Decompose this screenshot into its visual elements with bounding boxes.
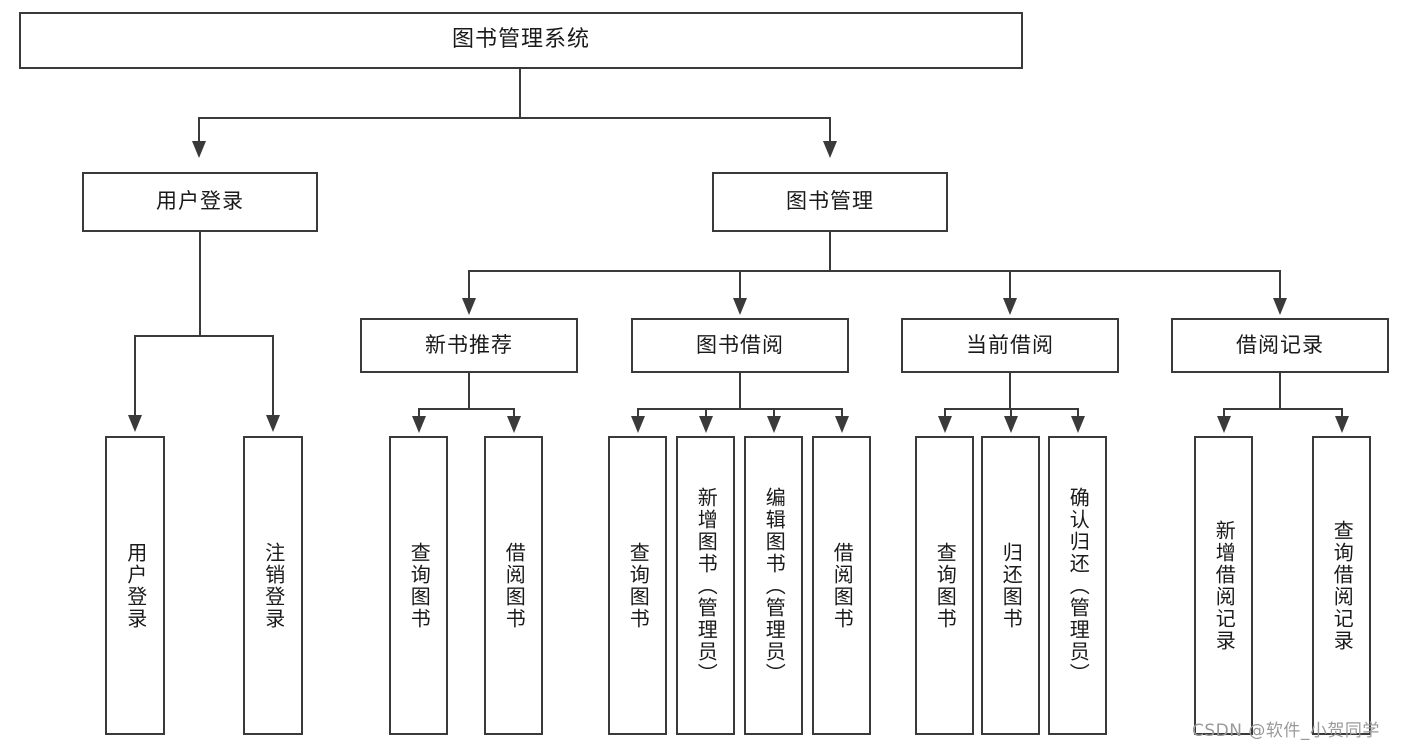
connector-bookmgmt-to-borrow	[739, 270, 741, 300]
node-label: 当前借阅	[966, 332, 1054, 357]
node-label: 借阅图书	[830, 541, 855, 630]
connector-bookmgmt-to-current	[1009, 270, 1011, 300]
arrowhead-bookmgmt-to-record	[1273, 298, 1287, 315]
leaf-logout[interactable]: 注销登录	[243, 436, 303, 735]
connector-borrow-to-leaf3	[773, 408, 775, 418]
leaf-current-confirm-return-admin[interactable]: 确认归还（管理员）	[1048, 436, 1107, 735]
connector-login-stem	[199, 232, 201, 335]
node-label: 确认归还（管理员）	[1066, 486, 1091, 685]
node-label: 用户登录	[123, 541, 148, 630]
node-label: 归还图书	[999, 541, 1024, 630]
node-book-borrow[interactable]: 图书借阅	[631, 318, 849, 373]
watermark-text: CSDN @软件_小贺同学	[1192, 721, 1380, 741]
connector-login-bus	[134, 335, 273, 337]
connector-borrow-stem	[739, 373, 741, 408]
connector-newbook-to-leaf1	[418, 408, 420, 418]
node-label: 查询借阅记录	[1330, 519, 1355, 652]
node-book-management[interactable]: 图书管理	[712, 172, 948, 232]
node-label: 编辑图书（管理员）	[762, 486, 787, 685]
arrowhead-borrow-to-leaf1	[631, 416, 645, 433]
leaf-record-search-record[interactable]: 查询借阅记录	[1312, 436, 1371, 735]
connector-current-to-leaf3	[1077, 408, 1079, 418]
connector-record-bus	[1223, 408, 1342, 410]
node-label: 查询图书	[626, 541, 651, 630]
leaf-current-search-book[interactable]: 查询图书	[915, 436, 974, 735]
node-label: 查询图书	[407, 541, 432, 630]
connector-borrow-to-leaf2	[705, 408, 707, 418]
connector-newbook-bus	[418, 408, 514, 410]
arrowhead-record-to-leaf2	[1335, 416, 1349, 433]
connector-bookmgmt-stem	[829, 232, 831, 270]
connector-borrow-bus	[637, 408, 842, 410]
connector-borrow-to-leaf4	[841, 408, 843, 418]
connector-bookmgmt-to-newbook	[468, 270, 470, 300]
leaf-record-add-record[interactable]: 新增借阅记录	[1194, 436, 1253, 735]
connector-current-to-leaf2	[1010, 408, 1012, 418]
connector-borrow-to-leaf1	[637, 408, 639, 418]
leaf-borrow-add-book-admin[interactable]: 新增图书（管理员）	[676, 436, 735, 735]
arrowhead-login-to-leaf1	[128, 415, 142, 432]
leaf-borrow-borrow-book[interactable]: 借阅图书	[812, 436, 871, 735]
node-new-book-recommend[interactable]: 新书推荐	[360, 318, 578, 373]
leaf-newbook-search-book[interactable]: 查询图书	[389, 436, 448, 735]
arrowhead-newbook-to-leaf1	[412, 416, 426, 433]
connector-record-to-leaf2	[1341, 408, 1343, 418]
leaf-user-login[interactable]: 用户登录	[105, 436, 165, 735]
arrowhead-login-to-leaf2	[266, 415, 280, 432]
connector-newbook-to-leaf2	[513, 408, 515, 418]
node-user-login[interactable]: 用户登录	[82, 172, 318, 232]
node-current-borrow[interactable]: 当前借阅	[901, 318, 1119, 373]
node-label: 图书管理	[786, 189, 874, 214]
arrowhead-root-to-login	[192, 141, 206, 158]
csdn-watermark: CSDN @软件_小贺同学	[1192, 716, 1380, 741]
connector-root-to-bookmgmt	[829, 117, 831, 143]
connector-login-to-leaf2	[272, 335, 274, 417]
arrowhead-borrow-to-leaf3	[767, 416, 781, 433]
node-label: 图书借阅	[696, 332, 784, 357]
connector-root-bus	[198, 117, 831, 119]
connector-record-stem	[1279, 373, 1281, 408]
arrowhead-bookmgmt-to-newbook	[462, 298, 476, 315]
node-label: 注销登录	[261, 541, 286, 630]
arrowhead-bookmgmt-to-current	[1003, 298, 1017, 315]
node-label: 图书管理系统	[451, 27, 590, 53]
leaf-borrow-search-book[interactable]: 查询图书	[608, 436, 667, 735]
node-label: 用户登录	[156, 189, 244, 214]
connector-current-to-leaf1	[944, 408, 946, 418]
arrowhead-current-to-leaf2	[1004, 416, 1018, 433]
leaf-borrow-edit-book-admin[interactable]: 编辑图书（管理员）	[744, 436, 803, 735]
arrowhead-current-to-leaf1	[938, 416, 952, 433]
arrowhead-root-to-bookmgmt	[823, 141, 837, 158]
leaf-current-return-book[interactable]: 归还图书	[981, 436, 1040, 735]
arrowhead-borrow-to-leaf4	[835, 416, 849, 433]
connector-current-stem	[1009, 373, 1011, 408]
connector-bookmgmt-to-record	[1279, 270, 1281, 300]
connector-root-stem	[519, 69, 521, 117]
arrowhead-current-to-leaf3	[1071, 416, 1085, 433]
connector-root-to-login	[198, 117, 200, 143]
node-label: 借阅记录	[1236, 332, 1324, 357]
arrowhead-record-to-leaf1	[1217, 416, 1231, 433]
connector-record-to-leaf1	[1223, 408, 1225, 418]
node-label: 新书推荐	[425, 332, 513, 357]
arrowhead-newbook-to-leaf2	[507, 416, 521, 433]
node-label: 新增图书（管理员）	[694, 486, 719, 685]
connector-newbook-stem	[468, 373, 470, 408]
node-root-system[interactable]: 图书管理系统	[19, 12, 1023, 69]
node-label: 查询图书	[933, 541, 958, 630]
node-borrow-record[interactable]: 借阅记录	[1171, 318, 1389, 373]
node-label: 新增借阅记录	[1212, 519, 1237, 652]
connector-login-to-leaf1	[134, 335, 136, 417]
connector-bookmgmt-bus	[468, 270, 1279, 272]
node-label: 借阅图书	[502, 541, 527, 630]
arrowhead-bookmgmt-to-borrow	[733, 298, 747, 315]
arrowhead-borrow-to-leaf2	[699, 416, 713, 433]
leaf-newbook-borrow-book[interactable]: 借阅图书	[484, 436, 543, 735]
